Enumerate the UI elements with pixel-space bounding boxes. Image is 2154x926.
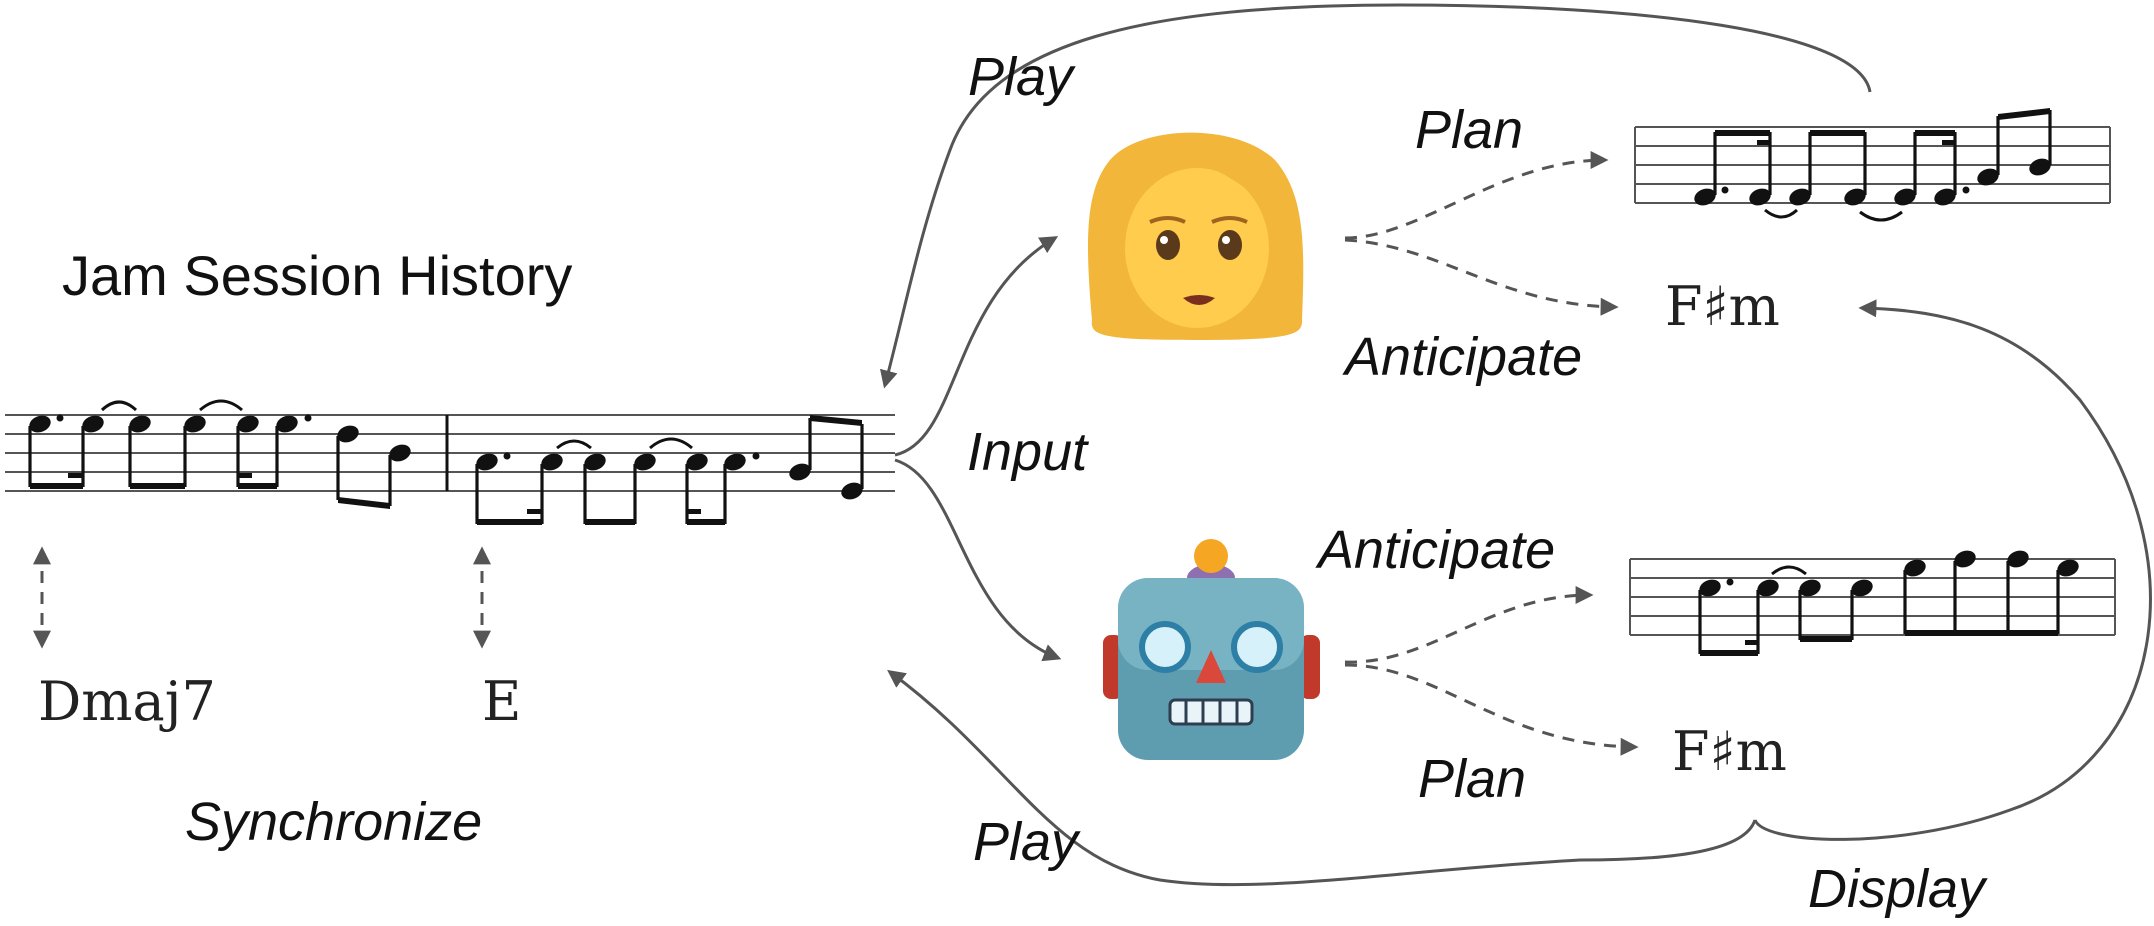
measure-1-notes (28, 399, 411, 509)
human-anticipate-label: Anticipate (1342, 327, 1582, 387)
human-plan-arrow (1344, 151, 1609, 240)
input-arrow-human (894, 236, 1059, 457)
agent-anticipated-melody (1629, 550, 2116, 656)
history-chord-e: E (482, 670, 521, 733)
play-top-arrow (880, 3, 1872, 389)
display-arrow (1753, 299, 2152, 841)
title: Jam Session History (62, 244, 572, 307)
input-arrow-agent (894, 458, 1062, 662)
human-plan-label: Plan (1415, 100, 1523, 160)
play-top-label: Play (968, 47, 1076, 107)
agent-anticipate-arrow (1344, 586, 1594, 664)
play-bottom-label: Play (973, 812, 1081, 872)
agent-plan-arrow (1344, 663, 1639, 756)
human-planned-melody (1634, 108, 2111, 222)
agent-anticipate-label: Anticipate (1315, 520, 1555, 580)
measure-2-notes (475, 415, 864, 525)
display-label: Display (1808, 859, 1988, 919)
input-label: Input (967, 422, 1089, 482)
history-chord-dmaj7: Dmaj7 (38, 670, 216, 733)
agent-plan-label: Plan (1418, 749, 1526, 809)
agent-planned-chord: F♯m (1672, 720, 1787, 783)
history-staff (5, 399, 895, 525)
synchronize-label: Synchronize (185, 792, 482, 852)
human-anticipate-arrow (1344, 238, 1619, 316)
human-anticipated-chord: F♯m (1665, 275, 1780, 338)
woman-emoji-icon (1087, 132, 1304, 340)
play-bottom-display-arrow (887, 669, 1757, 887)
robot-emoji-icon (1103, 539, 1320, 760)
